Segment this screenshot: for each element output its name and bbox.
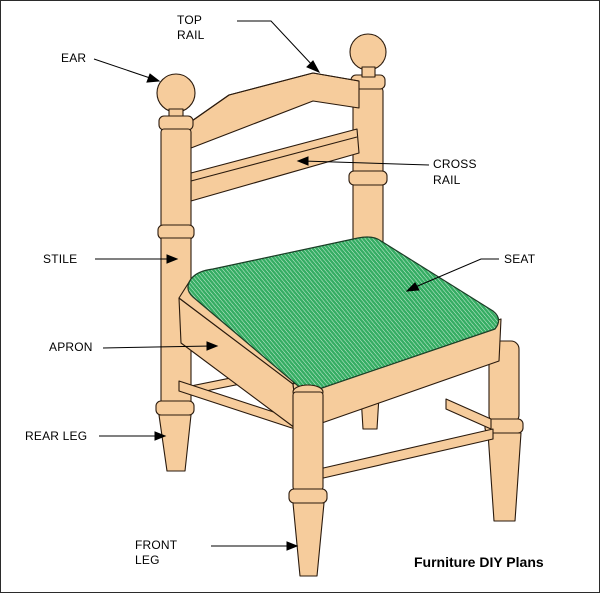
leader-front-leg: [211, 541, 299, 551]
left-back-stile: [155, 73, 196, 472]
label-front-leg-line1: FRONT: [135, 538, 178, 552]
leader-ear: [93, 58, 161, 83]
label-cross-rail-line2: RAIL: [433, 173, 461, 187]
leader-stile: [95, 254, 179, 264]
label-ear: EAR: [61, 51, 87, 65]
cross-rail: [190, 128, 360, 202]
label-front-leg-line2: LEG: [135, 553, 160, 567]
label-stile: STILE: [43, 252, 78, 266]
label-top-rail-line2: RAIL: [177, 28, 205, 42]
right-side-stretcher: [445, 398, 492, 430]
label-top-rail-line1: TOP: [177, 13, 203, 27]
seat: [187, 236, 500, 391]
leader-cross-rail: [296, 156, 430, 166]
front-stretcher: [318, 428, 494, 480]
front-left-leg: [288, 384, 328, 577]
right-back-stile: [348, 33, 388, 248]
leader-rear-leg: [99, 431, 167, 441]
top-rail: [188, 72, 360, 149]
leader-apron: [102, 341, 219, 351]
label-seat: SEAT: [504, 252, 536, 266]
label-cross-rail-line1: CROSS: [433, 157, 477, 171]
leader-top-rail: [237, 20, 321, 74]
label-apron: APRON: [49, 340, 93, 354]
leader-seat: [405, 258, 499, 292]
label-rear-leg: REAR LEG: [25, 429, 88, 443]
credit-text: Furniture DIY Plans: [414, 554, 544, 570]
